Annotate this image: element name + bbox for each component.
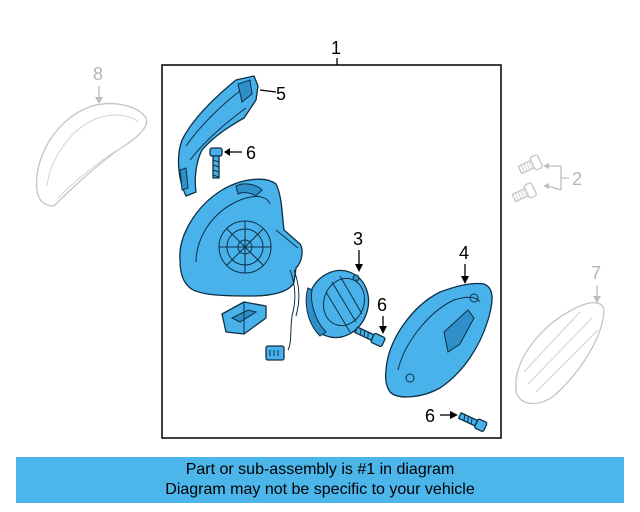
callout-7[interactable]: 7 <box>591 263 601 283</box>
part-4-mirror-backing[interactable] <box>384 282 493 398</box>
part-2-screws[interactable] <box>511 154 543 204</box>
part-6-screw-upper[interactable] <box>209 147 223 179</box>
assembly-box <box>161 64 502 439</box>
banner-line-1: Part or sub-assembly is #1 in diagram <box>185 461 455 478</box>
callout-8[interactable]: 8 <box>93 64 103 84</box>
banner-line-2: Diagram may not be specific to your vehi… <box>165 481 475 498</box>
callout-6-lower[interactable]: 6 <box>425 406 435 426</box>
callout-2[interactable]: 2 <box>572 169 582 189</box>
callout-6-middle[interactable]: 6 <box>377 295 387 315</box>
part-6-screw-lower[interactable] <box>457 411 488 432</box>
callout-6-upper[interactable]: 6 <box>246 143 256 163</box>
callout-4[interactable]: 4 <box>459 243 469 263</box>
part-5-turn-signal[interactable] <box>177 75 259 197</box>
info-banner: Part or sub-assembly is #1 in diagram Di… <box>16 457 624 503</box>
wire-connector[interactable] <box>265 345 285 361</box>
mirror-switch-block[interactable] <box>221 301 267 335</box>
mirror-housing[interactable] <box>179 178 303 351</box>
callout-5[interactable]: 5 <box>276 84 286 104</box>
parts-diagram: 1 8 2 7 5 <box>35 38 605 439</box>
part-7-mirror-glass[interactable] <box>515 301 605 405</box>
part-3-actuator[interactable] <box>298 262 378 346</box>
part-8-mirror-cover[interactable] <box>35 103 148 207</box>
callout-3[interactable]: 3 <box>353 229 363 249</box>
part-6-screw-middle[interactable] <box>354 325 386 348</box>
callout-1[interactable]: 1 <box>331 38 341 58</box>
